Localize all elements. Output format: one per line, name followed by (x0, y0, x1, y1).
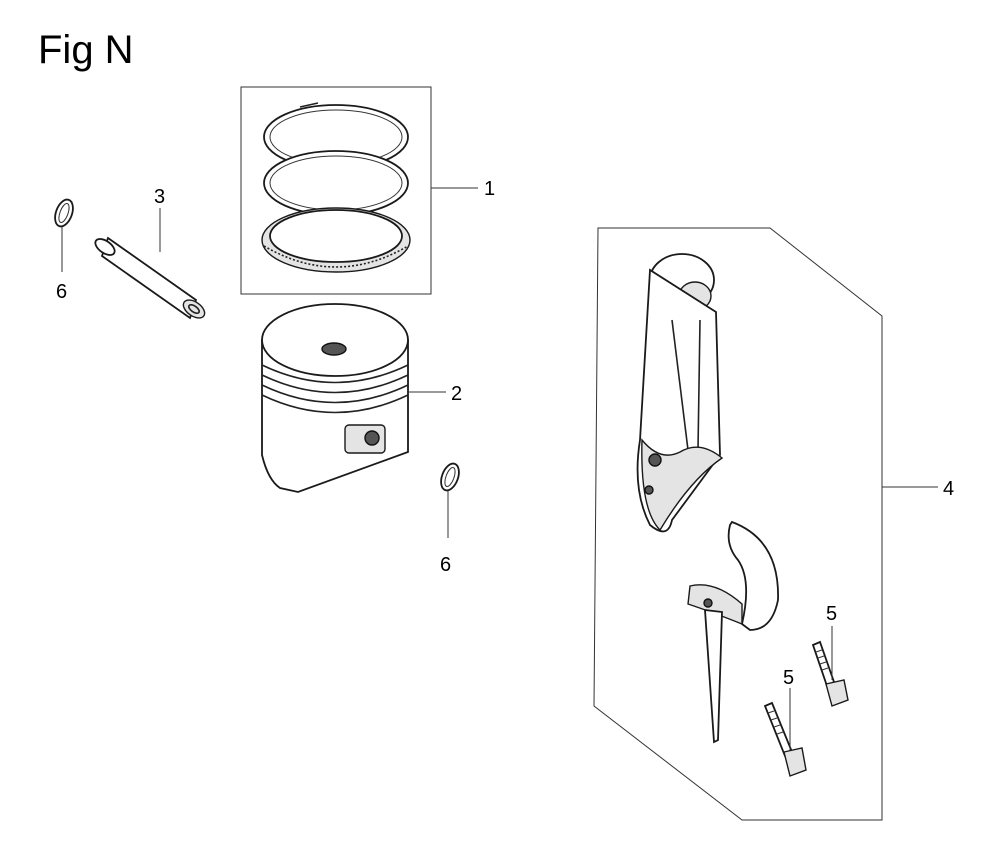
callout-6b: 6 (440, 554, 451, 576)
callout-2: 2 (451, 383, 462, 405)
connecting-rod-cap (687, 520, 779, 744)
connecting-rod-frame (593, 227, 883, 821)
callout-4: 4 (943, 478, 954, 500)
callout-5b: 5 (783, 667, 794, 689)
figure-title: Fig N (38, 28, 134, 72)
pin-clip-left (54, 198, 74, 228)
connecting-rod (636, 253, 724, 533)
callout-6a: 6 (56, 281, 67, 303)
callout-5a: 5 (826, 603, 837, 625)
piston-pin (94, 236, 206, 320)
piston-ring-set (240, 86, 432, 295)
callout-1: 1 (484, 178, 495, 200)
rod-bolt-lower (763, 701, 807, 777)
piston (261, 303, 409, 493)
ring-set-frame (240, 86, 432, 295)
rod-bolt-upper (811, 640, 849, 707)
pin-clip-right (440, 462, 460, 492)
callout-3: 3 (154, 186, 165, 208)
